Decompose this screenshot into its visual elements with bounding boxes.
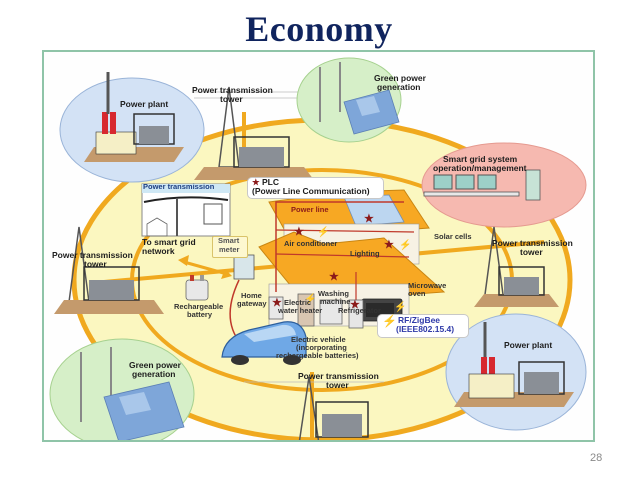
star-icon: ★ bbox=[329, 271, 339, 283]
label-green-bottom-2: generation bbox=[132, 369, 176, 379]
smart-house: ★ ★ ★ ★ ★ ★ ⚡ ⚡ ⚡ ⚡ bbox=[258, 189, 446, 329]
label-solar-cells: Solar cells bbox=[434, 232, 472, 241]
lightning-icon: ⚡ bbox=[382, 314, 397, 328]
rechargeable-battery-device bbox=[185, 275, 209, 301]
label-rf-2: (IEEE802.15.4) bbox=[396, 324, 455, 334]
label-tower-left-2: tower bbox=[84, 259, 107, 269]
label-smart-grid-1: Smart grid system bbox=[443, 154, 518, 164]
power-transmission-inset bbox=[141, 183, 231, 237]
label-smart-grid-2: operation/management bbox=[433, 163, 527, 173]
star-icon: ★ bbox=[272, 297, 282, 309]
smart-meter-callout bbox=[212, 236, 248, 258]
label-washing-1: Washing bbox=[318, 289, 349, 298]
label-tower-bottom-2: tower bbox=[326, 380, 349, 390]
label-tower-top-1: Power transmission bbox=[192, 85, 273, 95]
tower-right bbox=[474, 226, 559, 307]
label-ev-1: Electric vehicle bbox=[291, 335, 346, 344]
label-washing-2: machine bbox=[320, 297, 351, 306]
diagram-artwork: ★ ★ ★ ★ ★ ★ ⚡ ⚡ ⚡ ⚡ bbox=[49, 57, 587, 440]
label-rf-1: RF/ZigBee bbox=[398, 315, 441, 325]
label-home-gateway-1: Home bbox=[241, 291, 262, 300]
tower-top bbox=[194, 86, 334, 180]
label-tower-left-1: Power transmission bbox=[52, 250, 133, 260]
label-green-top-1: Green power bbox=[374, 73, 426, 83]
lightning-icon: ⚡ bbox=[304, 292, 316, 305]
page-number: 28 bbox=[590, 452, 603, 464]
label-green-bottom-1: Green power bbox=[129, 360, 181, 370]
label-power-plant-bottom: Power plant bbox=[504, 340, 553, 350]
label-green-top-2: generation bbox=[377, 82, 421, 92]
label-tower-top-2: tower bbox=[220, 94, 243, 104]
label-to-smart-grid-2: network bbox=[142, 246, 175, 256]
electric-vehicle bbox=[221, 321, 307, 365]
label-power-transmission-inset: Power transmission bbox=[143, 182, 215, 191]
star-icon: ★ bbox=[384, 239, 394, 251]
green-power-bottom-bubble bbox=[49, 338, 195, 440]
label-rechargeable-2: battery bbox=[187, 310, 213, 319]
lightning-icon: ⚡ bbox=[317, 225, 329, 238]
power-plant-bottom-bubble bbox=[445, 313, 587, 431]
label-tower-bottom-1: Power transmission bbox=[298, 371, 379, 381]
label-ev-2: (incorporating bbox=[296, 343, 347, 352]
tower-left bbox=[54, 226, 164, 314]
label-smart-meter-1: Smart bbox=[218, 236, 240, 245]
label-tower-right-1: Power transmission bbox=[492, 238, 573, 248]
power-plant-top-bubble bbox=[59, 72, 205, 183]
label-microwave-2: oven bbox=[408, 289, 426, 298]
label-home-gateway-2: gateway bbox=[237, 299, 267, 308]
star-icon: ★ bbox=[364, 213, 374, 225]
tower-bottom bbox=[244, 376, 384, 440]
lightning-icon: ⚡ bbox=[399, 238, 411, 251]
smart-grid-diagram: ★ ★ ★ ★ ★ ★ ⚡ ⚡ ⚡ ⚡ bbox=[42, 50, 595, 442]
label-power-plant-top: Power plant bbox=[120, 99, 169, 109]
label-smart-meter-2: meter bbox=[219, 245, 240, 254]
label-rechargeable-1: Rechargeable bbox=[174, 302, 224, 311]
label-tower-right-2: tower bbox=[520, 247, 543, 257]
plc-callout bbox=[247, 177, 384, 199]
star-icon: ★ bbox=[252, 177, 260, 187]
label-water-heater-2: water heater bbox=[278, 306, 323, 315]
label-plc-2: (Power Line Communication) bbox=[252, 186, 370, 196]
green-power-top-bubble bbox=[296, 57, 402, 143]
star-icon: ★ bbox=[350, 299, 360, 311]
label-air-conditioner: Air conditioner bbox=[284, 239, 338, 248]
smart-meter-device bbox=[178, 254, 255, 348]
lightning-icon: ⚡ bbox=[394, 300, 406, 313]
plc-text: PLC bbox=[262, 177, 279, 187]
label-plc-1: ★ PLC bbox=[252, 178, 279, 187]
slide-title: Economy bbox=[245, 9, 393, 49]
label-microwave-1: Microwave bbox=[408, 281, 447, 290]
label-water-heater-1: Electric bbox=[284, 298, 312, 307]
star-icon: ★ bbox=[294, 226, 304, 238]
label-refrigerator: Refrigerator bbox=[338, 306, 381, 315]
smart-grid-bubble bbox=[421, 142, 587, 228]
label-to-smart-grid-1: To smart grid bbox=[142, 237, 196, 247]
label-power-line: Power line bbox=[291, 205, 329, 214]
label-lighting: Lighting bbox=[350, 249, 380, 258]
label-ev-3: rechargeable batteries) bbox=[276, 351, 359, 360]
rf-zigbee-callout bbox=[377, 314, 469, 338]
